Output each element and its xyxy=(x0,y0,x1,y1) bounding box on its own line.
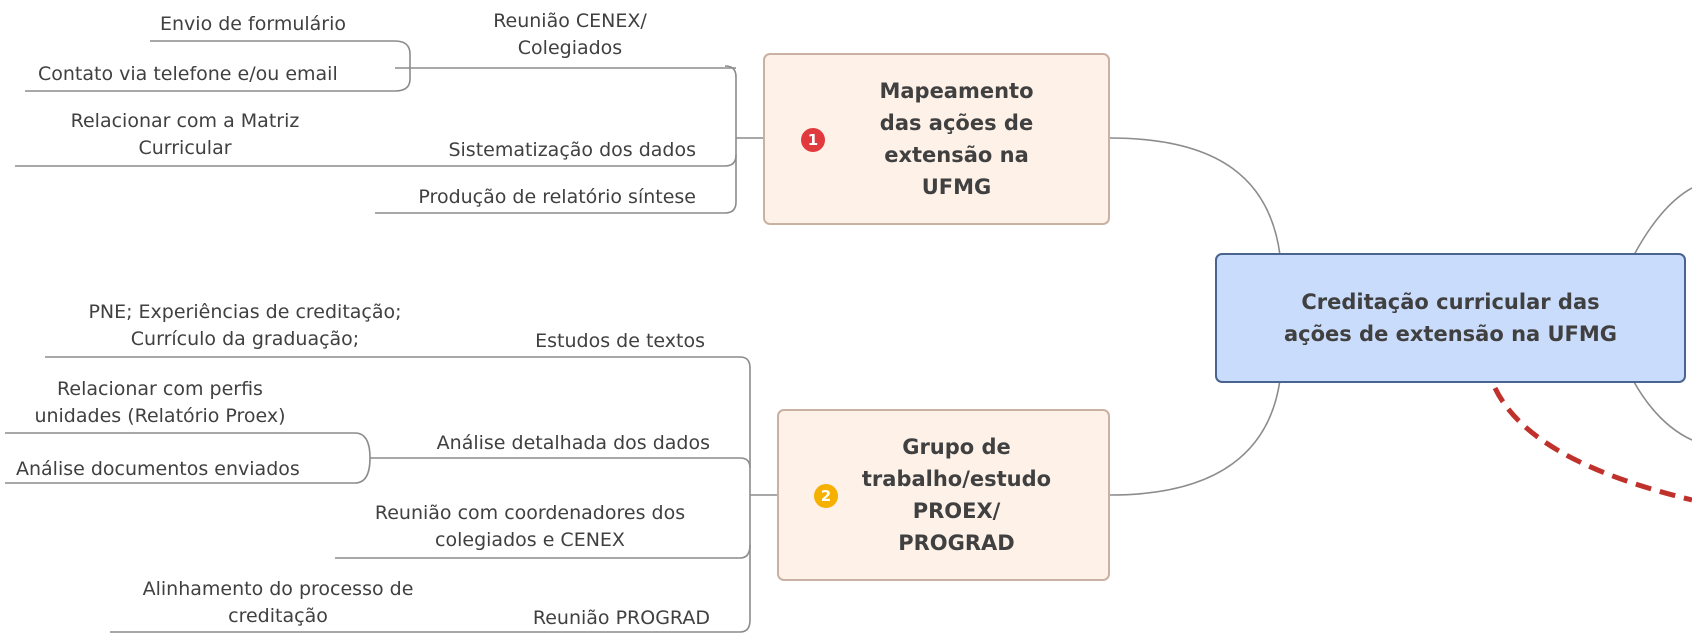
subtopic-pne-experiencias[interactable]: PNE; Experiências de creditação; Currícu… xyxy=(88,301,402,350)
topic-reuniao-coordenadores[interactable]: Reunião com coordenadores dos colegiados… xyxy=(374,502,686,551)
subtopic-relacionar-perfis[interactable]: Relacionar com perfis unidades (Relatóri… xyxy=(34,378,286,427)
subtopic-contato-telefone[interactable]: Contato via telefone e/ou email xyxy=(38,63,338,85)
branch-1-topic-2-line xyxy=(15,154,737,167)
subtopic-alinhamento[interactable]: Alinhamento do processo de creditação xyxy=(142,578,414,627)
topic-analise-detalhada[interactable]: Análise detalhada dos dados xyxy=(436,432,710,454)
subtopic-relacionar-matriz[interactable]: Relacionar com a Matriz Curricular xyxy=(70,110,300,159)
connector-right-upper xyxy=(1633,187,1692,256)
topic-reuniao-cenex[interactable]: Reunião CENEX/ Colegiados xyxy=(493,10,647,59)
branch-1-sub-bracket xyxy=(25,40,411,92)
relationship-dashed-line xyxy=(1492,386,1692,503)
central-topic[interactable]: Creditação curricular das ações de exten… xyxy=(1215,253,1686,383)
topic-estudos-textos[interactable]: Estudos de textos xyxy=(535,330,705,352)
connector-central-to-branch-2 xyxy=(1109,379,1281,496)
subtopic-envio-formulario[interactable]: Envio de formulário xyxy=(160,13,347,35)
priority-2-icon: 2 xyxy=(814,484,838,508)
connector-right-lower xyxy=(1633,381,1692,441)
main-topic-grupo-trabalho[interactable]: Grupo de trabalho/estudo PROEX/ PROGRAD xyxy=(777,409,1110,581)
connector-central-to-branch-1 xyxy=(1109,137,1281,256)
branch-2-sub-bracket xyxy=(5,432,371,484)
branch-2-topic-2-line xyxy=(370,457,751,469)
priority-1-icon: 1 xyxy=(801,128,825,152)
topic-producao-relatorio[interactable]: Produção de relatório síntese xyxy=(418,186,696,208)
branch-1-trunk xyxy=(724,65,737,214)
branch-2-trunk xyxy=(739,356,751,633)
topic-reuniao-prograd[interactable]: Reunião PROGRAD xyxy=(532,607,710,629)
main-topic-grupo-trabalho-title: Grupo de trabalho/estudo PROEX/ PROGRAD xyxy=(861,435,1052,555)
subtopic-analise-documentos[interactable]: Análise documentos enviados xyxy=(16,458,300,480)
branch-2-topic-3-line xyxy=(335,544,751,559)
topic-sistematizacao[interactable]: Sistematização dos dados xyxy=(448,139,696,161)
main-topic-mapeamento-title: Mapeamento das ações de extensão na UFMG xyxy=(879,79,1034,199)
main-topic-mapeamento[interactable]: Mapeamento das ações de extensão na UFMG xyxy=(763,53,1110,225)
central-topic-title: Creditação curricular das ações de exten… xyxy=(1283,290,1618,346)
